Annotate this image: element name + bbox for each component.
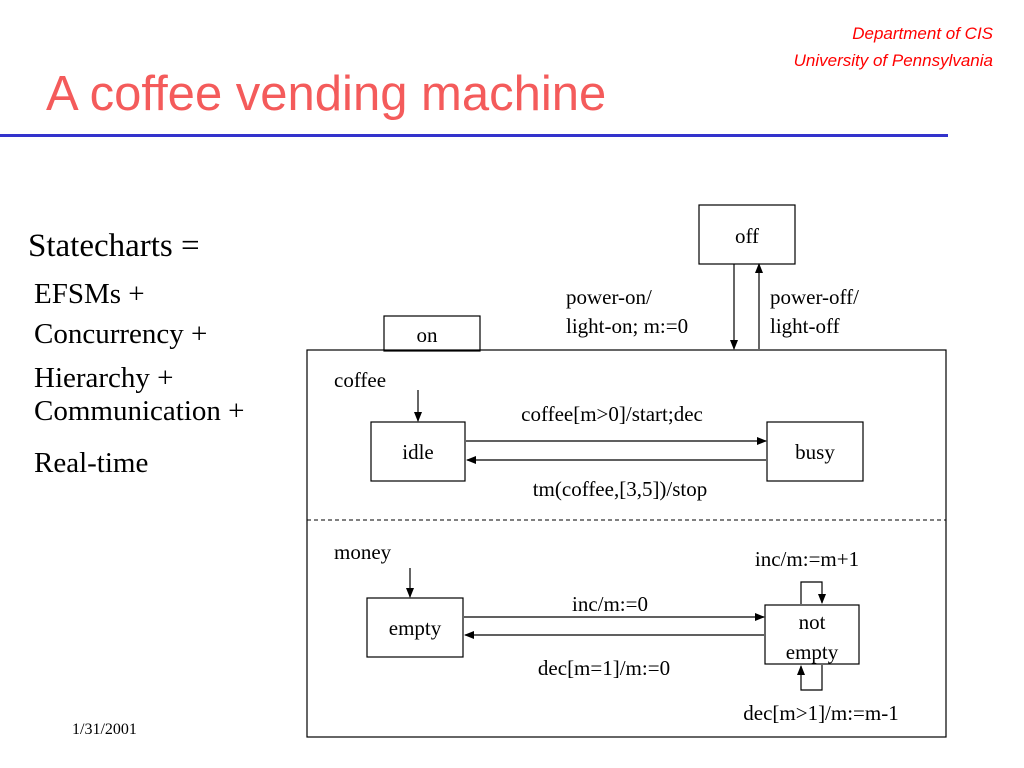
bullet-efsms: EFSMs + [34, 278, 145, 310]
dec-self-loop [797, 665, 823, 691]
inc-self-label: inc/m:=m+1 [755, 547, 859, 571]
state-busy [766, 421, 864, 482]
state-idle [370, 421, 466, 482]
coffee-stop-label: tm(coffee,[3,5])/stop [533, 477, 708, 501]
power-on-action-label: light-on; m:=0 [566, 314, 688, 338]
state-empty [366, 597, 464, 658]
state-not-empty [764, 604, 860, 665]
power-on-label: power-on/ [566, 285, 652, 309]
state-not-empty-label-line1: not [799, 610, 826, 634]
bullet-concurrency: Concurrency + [34, 318, 208, 350]
state-idle-label: idle [402, 440, 434, 464]
inc-self-loop [800, 581, 826, 604]
power-off-label: power-off/ [770, 285, 859, 309]
department-name: Department of CIS [852, 24, 993, 43]
state-not-empty-label-line2: empty [786, 640, 839, 664]
power-off-action-label: light-off [770, 314, 840, 338]
coffee-start-label: coffee[m>0]/start;dec [521, 402, 703, 426]
inc-reset-label: inc/m:=0 [572, 592, 648, 616]
slide-title: A coffee vending machine [46, 67, 607, 121]
bullet-hierarchy: Hierarchy + [34, 362, 174, 394]
university-name: University of Pennsylvania [793, 51, 993, 70]
state-on [306, 349, 947, 738]
dec-reset-label: dec[m=1]/m:=0 [538, 656, 670, 680]
title-underline [0, 134, 948, 137]
bullet-communication: Communication + [34, 395, 245, 427]
dec-self-label: dec[m>1]/m:=m-1 [743, 701, 898, 725]
bullet-real-time: Real-time [34, 447, 149, 479]
state-busy-label: busy [795, 440, 835, 464]
bullet-heading: Statecharts = [28, 228, 200, 264]
money-region-label: money [334, 540, 392, 564]
on-state-label: on [417, 323, 439, 347]
on-state-tab [383, 315, 481, 352]
state-off [698, 204, 796, 265]
coffee-region-label: coffee [334, 368, 386, 392]
state-empty-label: empty [389, 616, 442, 640]
slide-date: 1/31/2001 [72, 721, 137, 738]
state-off-label: off [735, 224, 759, 248]
